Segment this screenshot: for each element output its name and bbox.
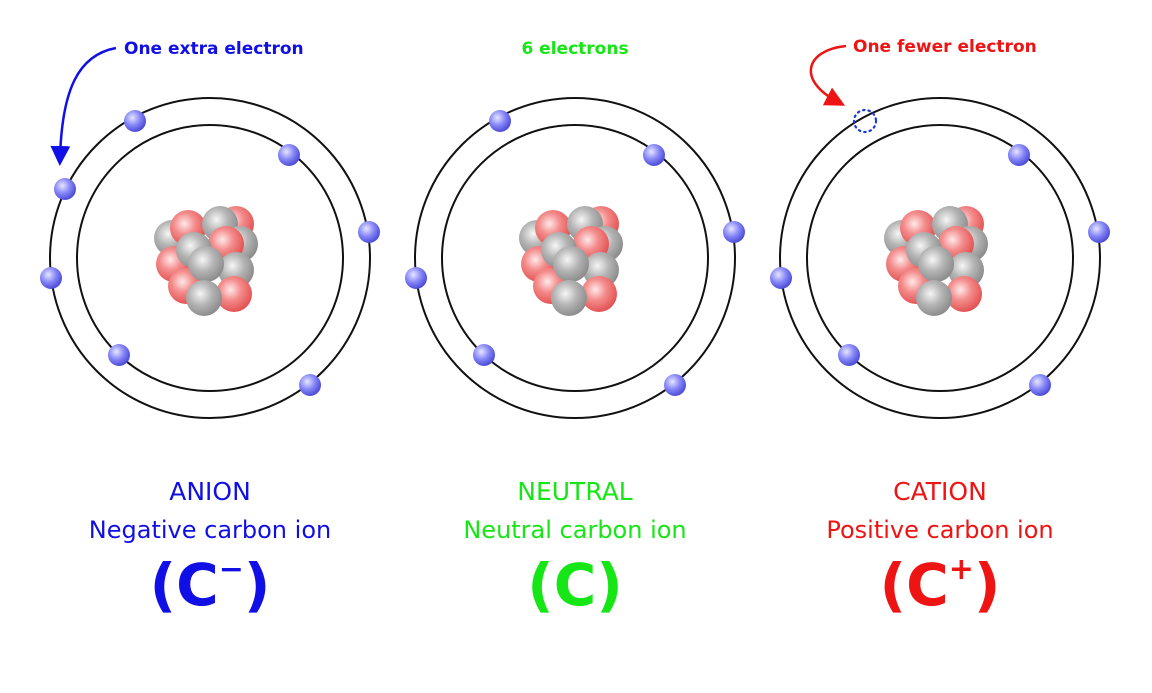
neutron [186, 280, 222, 316]
nucleus [154, 206, 258, 316]
electron [40, 267, 62, 289]
ion-type-label: NEUTRAL [517, 477, 633, 506]
ion-type-label: CATION [893, 477, 987, 506]
charge-sign: + [949, 552, 974, 587]
electron [1008, 144, 1030, 166]
neutron [918, 246, 954, 282]
electron [108, 344, 130, 366]
electron [473, 344, 495, 366]
cation-atom: One fewer electron [770, 37, 1110, 419]
inner-shell [806, 124, 1074, 392]
ion-description: Neutral carbon ion [463, 516, 686, 544]
nucleus [884, 206, 988, 316]
electron [838, 344, 860, 366]
ion-description: Negative carbon ion [89, 516, 331, 544]
ion-formula: (C+) [880, 551, 1001, 619]
ion-type-label: ANION [169, 477, 251, 506]
neutron [551, 280, 587, 316]
outer-shell [779, 97, 1101, 419]
annotation-label: One extra electron [124, 39, 304, 59]
electrons [40, 110, 380, 396]
cation-labels: CATION Positive carbon ion (C+) [826, 477, 1053, 619]
electron [770, 267, 792, 289]
proton [581, 276, 617, 312]
inner-shell [441, 124, 709, 392]
electron [54, 178, 76, 200]
annotation-arrow [809, 44, 847, 106]
annotation-label: One fewer electron [853, 37, 1037, 57]
charge-sign: − [219, 552, 244, 587]
element-symbol: C [176, 551, 219, 619]
electron-vacancy [852, 108, 878, 134]
electrons [770, 108, 1110, 396]
annotation-arrow [50, 46, 117, 166]
electron [358, 221, 380, 243]
electron [278, 144, 300, 166]
neutral-labels: NEUTRAL Neutral carbon ion (C) [463, 477, 686, 619]
element-symbol: C [554, 551, 597, 619]
ion-formula: (C) [527, 551, 623, 619]
electron [1088, 221, 1110, 243]
neutron [553, 246, 589, 282]
outer-shell [49, 97, 371, 419]
electron [664, 374, 686, 396]
neutron [188, 246, 224, 282]
ion-description: Positive carbon ion [826, 516, 1053, 544]
inner-shell [76, 124, 344, 392]
electron [643, 144, 665, 166]
outer-shell [414, 97, 736, 419]
nucleus [519, 206, 623, 316]
neutral-atom: 6 electrons [405, 39, 745, 419]
electron [723, 221, 745, 243]
anion-labels: ANION Negative carbon ion (C−) [89, 477, 331, 619]
proton [946, 276, 982, 312]
electron [1029, 374, 1051, 396]
electron [405, 267, 427, 289]
electron [124, 110, 146, 132]
anion-atom: One extra electron [40, 39, 380, 419]
annotation-label: 6 electrons [521, 39, 628, 59]
neutron [916, 280, 952, 316]
electron [299, 374, 321, 396]
ion-formula: (C−) [150, 551, 271, 619]
electron [489, 110, 511, 132]
proton [216, 276, 252, 312]
element-symbol: C [906, 551, 949, 619]
electrons [405, 110, 745, 396]
